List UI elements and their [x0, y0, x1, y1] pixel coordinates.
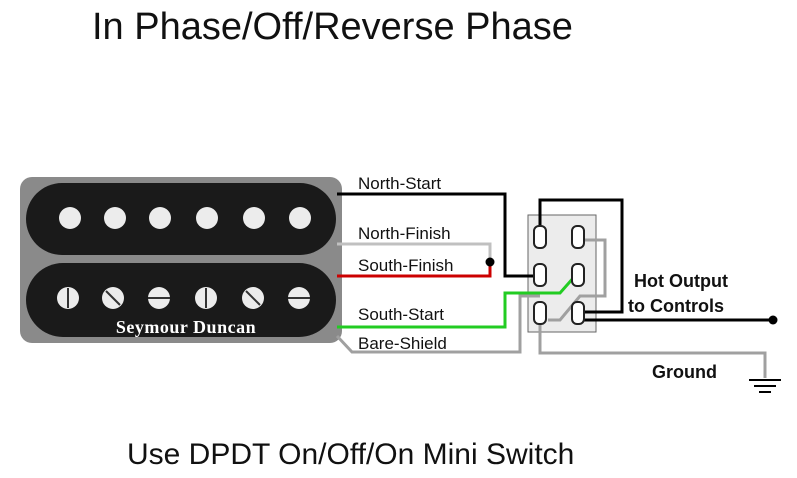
pole-screw: [148, 287, 170, 309]
bare-shield-wire: [335, 294, 540, 354]
pole-piece: [104, 207, 126, 229]
switch-lug: [571, 225, 585, 249]
pole-screw: [102, 287, 124, 309]
south-finish-label: South-Finish: [358, 256, 453, 275]
hot-output-label: Hot Output: [634, 271, 728, 291]
pole-screw: [242, 287, 264, 309]
south-start-label: South-Start: [358, 305, 444, 324]
humbucker-pickup: Seymour Duncan: [20, 177, 342, 343]
ground-wire: [538, 320, 767, 378]
south-finish-wire: [337, 262, 492, 278]
bare-shield-label: Bare-Shield: [358, 334, 447, 353]
page-title: In Phase/Off/Reverse Phase: [92, 6, 573, 48]
series-junction-dot: [485, 257, 495, 267]
north-pole-pieces: [59, 207, 311, 229]
pole-piece: [59, 207, 81, 229]
north-finish-wire: [337, 242, 492, 262]
switch-lug: [533, 225, 547, 249]
switch-jumper-black: [538, 198, 624, 314]
pole-screw: [288, 287, 310, 309]
wires: [335, 192, 778, 378]
pole-screw: [195, 287, 217, 309]
switch-lug: [533, 263, 547, 287]
switch-instruction: Use DPDT On/Off/On Mini Switch: [127, 438, 575, 471]
pole-piece: [243, 207, 265, 229]
ground-label: Ground: [652, 362, 717, 382]
hot-output-label-line2: to Controls: [628, 296, 724, 316]
pickup-coil-south: [26, 263, 336, 337]
switch-lug: [571, 301, 585, 325]
pickup-brand-label: Seymour Duncan: [116, 317, 256, 337]
pole-screw: [57, 287, 79, 309]
pole-piece: [149, 207, 171, 229]
switch-jumper-grey: [548, 238, 607, 322]
pole-piece: [196, 207, 218, 229]
switch-lug: [533, 301, 547, 325]
pole-piece: [289, 207, 311, 229]
south-pole-screws: [57, 287, 310, 309]
north-start-label: North-Start: [358, 174, 441, 193]
ground-symbol-icon: [749, 379, 781, 393]
south-start-wire: [337, 275, 577, 329]
north-start-wire: [337, 192, 540, 278]
pickup-coil-north: [26, 183, 336, 255]
switch-lug: [571, 263, 585, 287]
switch-lugs: [533, 225, 585, 325]
hot-output-dot: [768, 315, 778, 325]
north-finish-label: North-Finish: [358, 224, 451, 243]
